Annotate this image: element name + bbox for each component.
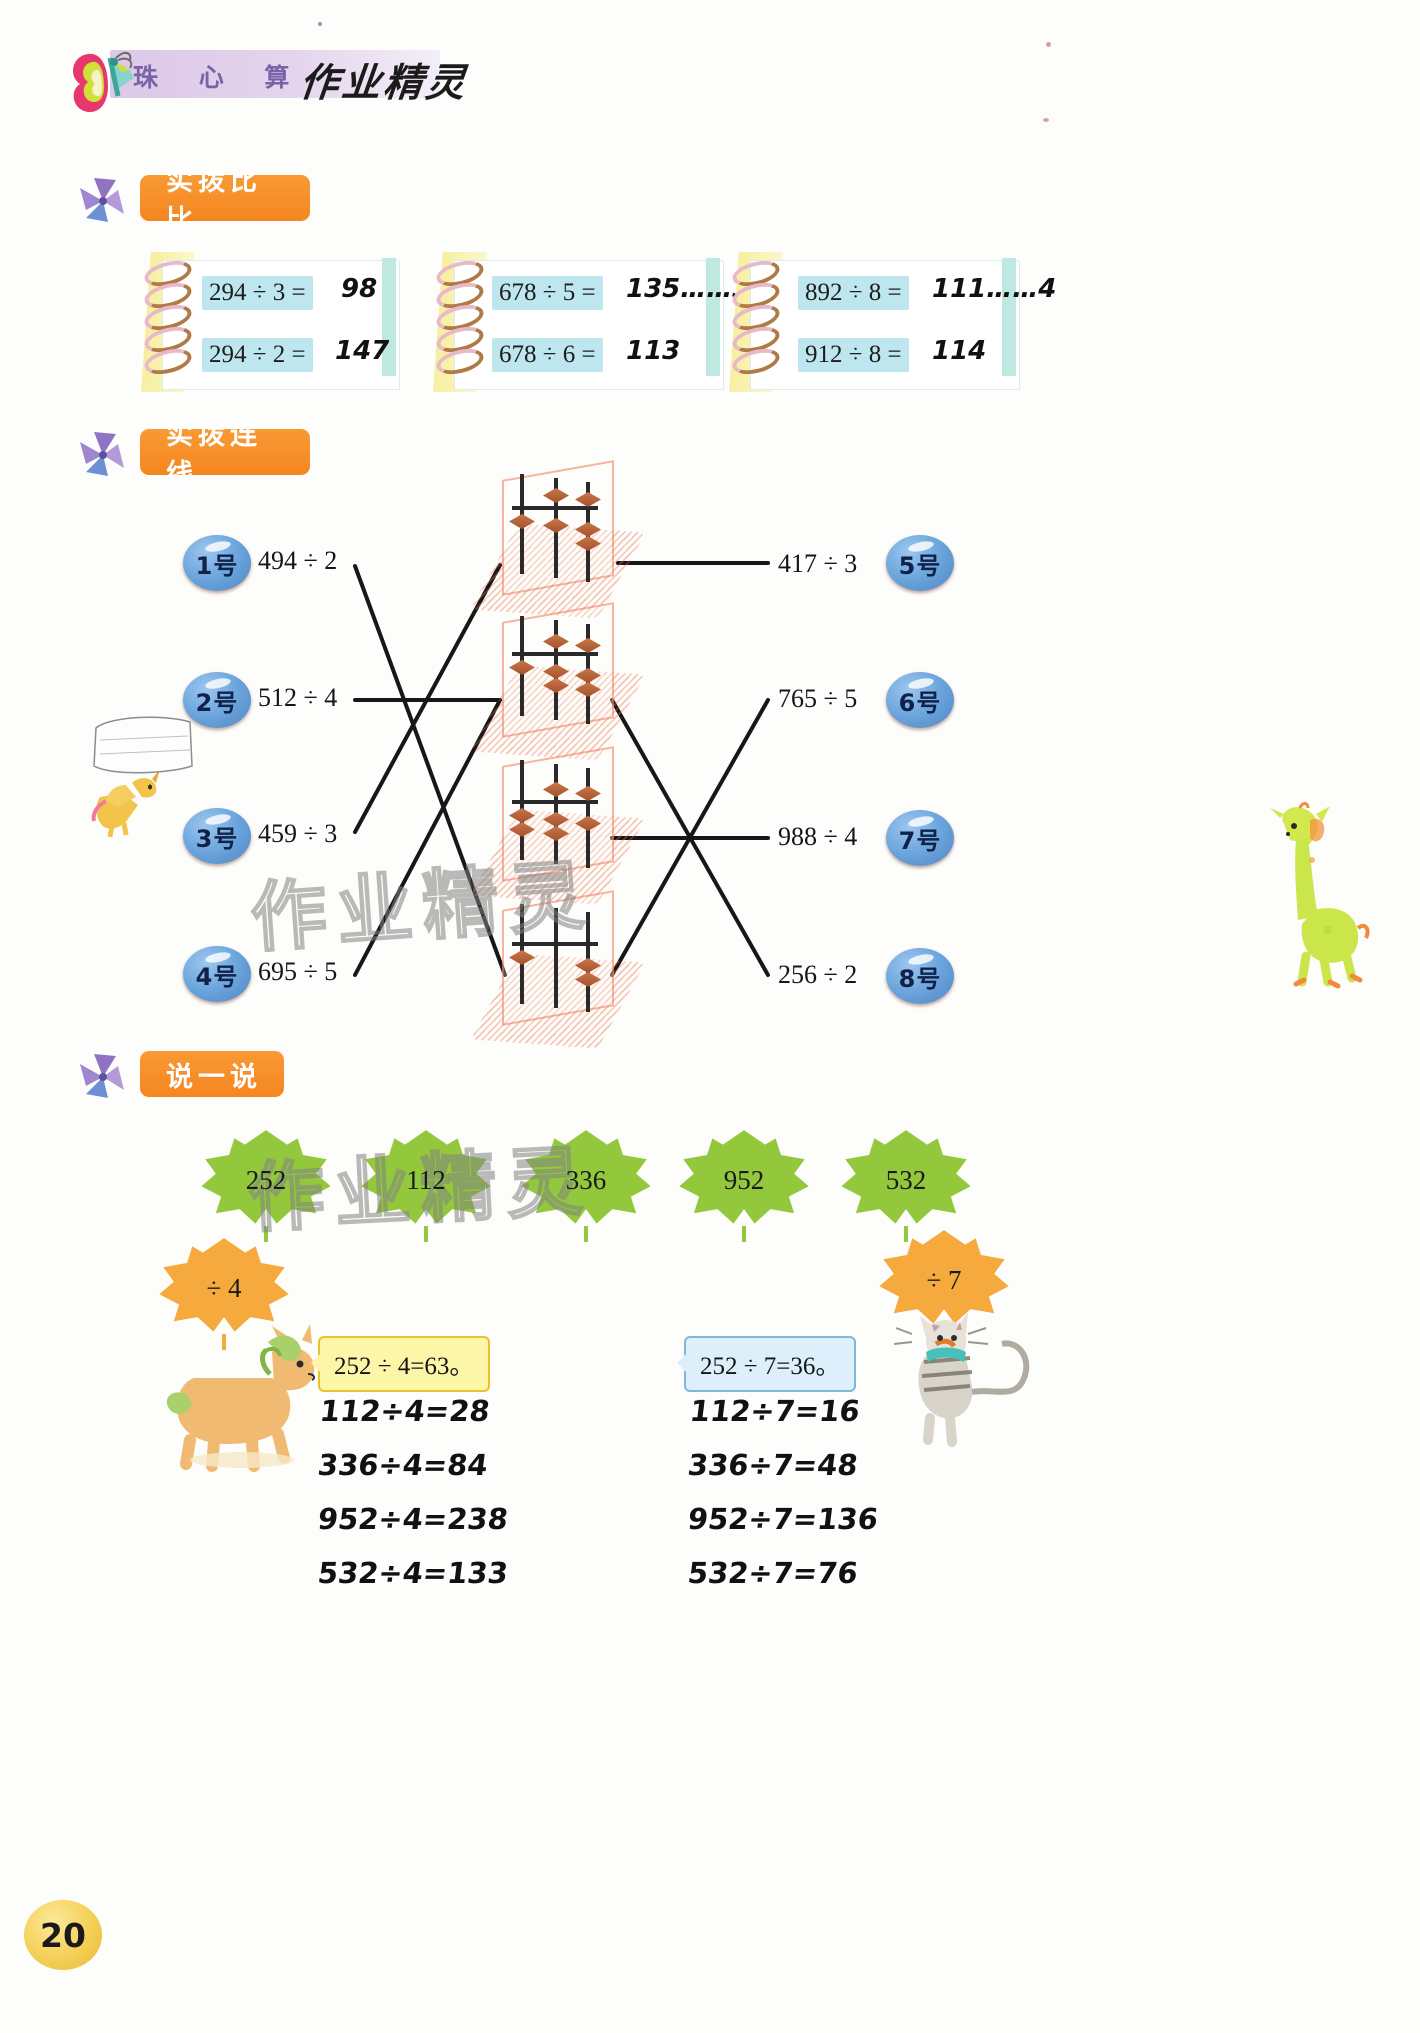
abacus-icon (470, 602, 646, 761)
equation-answer: 98 (341, 274, 378, 304)
equation-row: 294 ÷ 3 = (202, 276, 313, 310)
handwritten-answer: 336÷7=48 (685, 1448, 860, 1482)
equation-problem: 294 ÷ 2 = (209, 341, 306, 368)
speck-dot (318, 22, 322, 26)
leaf-number[interactable]: 532 (840, 1128, 972, 1242)
butterfly-icon (73, 52, 134, 112)
speech-bubble-right: 252 ÷ 7=36。 (676, 1336, 857, 1392)
notebook-card: 294 ÷ 3 = 98 294 ÷ 2 = 147 (138, 252, 406, 392)
equation-row: 678 ÷ 6 = (492, 338, 603, 372)
cat-icon (893, 1312, 1030, 1447)
equation-row: 912 ÷ 8 = (798, 338, 909, 372)
ball-label[interactable]: 4号 (183, 946, 251, 1002)
handwritten-answer: 112÷7=16 (687, 1394, 862, 1428)
page-header: 珠 心 算 作业精灵 (38, 28, 471, 112)
section-label: 说一说 (166, 1061, 262, 1093)
ball-label[interactable]: 7号 (886, 810, 954, 866)
pinwheel-icon (80, 432, 124, 476)
equation-problem: 294 ÷ 3 = (209, 279, 306, 306)
equation-problem: 678 ÷ 6 = (499, 341, 596, 368)
left-expression: 695 ÷ 5 (258, 957, 338, 986)
section-header-discuss: 说一说 (140, 1051, 284, 1097)
ball-label[interactable]: 3号 (183, 808, 251, 864)
speck-dot (1046, 42, 1051, 47)
page-title: 珠 心 算 (133, 63, 306, 92)
abacus-icon (470, 460, 646, 619)
ball-label[interactable]: 1号 (183, 535, 251, 591)
page-number: 20 (24, 1900, 102, 1970)
equation-answer: 111……4 (932, 274, 1057, 304)
equation-answer: 147 (335, 336, 390, 366)
abacus-icon (470, 746, 646, 905)
section-header-compare: 实拨比比 (140, 166, 310, 236)
right-expression: 765 ÷ 5 (778, 684, 858, 713)
section-header-connect: 实拨连线 (140, 420, 310, 490)
header-band (110, 50, 440, 98)
ball-label[interactable]: 8号 (886, 948, 954, 1004)
leaf-number[interactable]: 252 (200, 1128, 332, 1242)
pinwheel-icon (80, 1054, 124, 1098)
handwritten-answer: 336÷4=84 (315, 1448, 490, 1482)
header-watermark: 作业精灵 (297, 61, 471, 106)
leaf-operator[interactable]: ÷ 7 (878, 1228, 1010, 1342)
horse-icon (91, 769, 160, 838)
left-expression: 512 ÷ 4 (258, 683, 338, 712)
ball-label[interactable]: 5号 (886, 535, 954, 591)
leaf-operator[interactable]: ÷ 4 (158, 1236, 290, 1350)
leaf-number[interactable]: 112 (360, 1128, 492, 1242)
equation-row: 294 ÷ 2 = (202, 338, 313, 372)
right-expression: 417 ÷ 3 (778, 549, 858, 578)
banner-icon (93, 716, 193, 774)
handwritten-answer: 532÷4=133 (315, 1556, 510, 1590)
equation-problem: 678 ÷ 5 = (499, 279, 596, 306)
pinwheel-icon (80, 178, 124, 222)
giraffe-icon (1270, 802, 1370, 989)
equation-problem: 912 ÷ 8 = (805, 341, 902, 368)
section-label: 实拨连线 (166, 420, 262, 490)
leaf-number[interactable]: 336 (520, 1128, 652, 1242)
handwritten-answer: 952÷7=136 (685, 1502, 880, 1536)
speech-bubble-left: 252 ÷ 4=63。 (310, 1336, 491, 1392)
section-label: 实拨比比 (166, 166, 262, 236)
equation-answer: 135……3 (626, 274, 751, 304)
left-expression: 494 ÷ 2 (258, 546, 338, 575)
notebook-card: 892 ÷ 8 = 111……4 912 ÷ 8 = 114 (726, 252, 1056, 392)
right-expression: 988 ÷ 4 (778, 822, 858, 851)
ball-label[interactable]: 2号 (183, 672, 251, 728)
speck-dot (1043, 118, 1049, 122)
ball-label[interactable]: 6号 (886, 672, 954, 728)
left-expression: 459 ÷ 3 (258, 819, 338, 848)
equation-row: 892 ÷ 8 = (798, 276, 909, 310)
horse-icon (166, 1324, 316, 1472)
abacus-icon (470, 890, 646, 1049)
right-expression: 256 ÷ 2 (778, 960, 858, 989)
leaf-number[interactable]: 952 (678, 1128, 810, 1242)
equation-answer: 113 (626, 336, 681, 366)
handwritten-answer: 112÷4=28 (317, 1394, 492, 1428)
handwritten-answer: 532÷7=76 (685, 1556, 860, 1590)
notebook-card: 678 ÷ 5 = 135……3 678 ÷ 6 = 113 (430, 252, 750, 392)
equation-problem: 892 ÷ 8 = (805, 279, 902, 306)
equation-answer: 114 (932, 336, 987, 366)
equation-row: 678 ÷ 5 = (492, 276, 603, 310)
handwritten-answer: 952÷4=238 (315, 1502, 510, 1536)
